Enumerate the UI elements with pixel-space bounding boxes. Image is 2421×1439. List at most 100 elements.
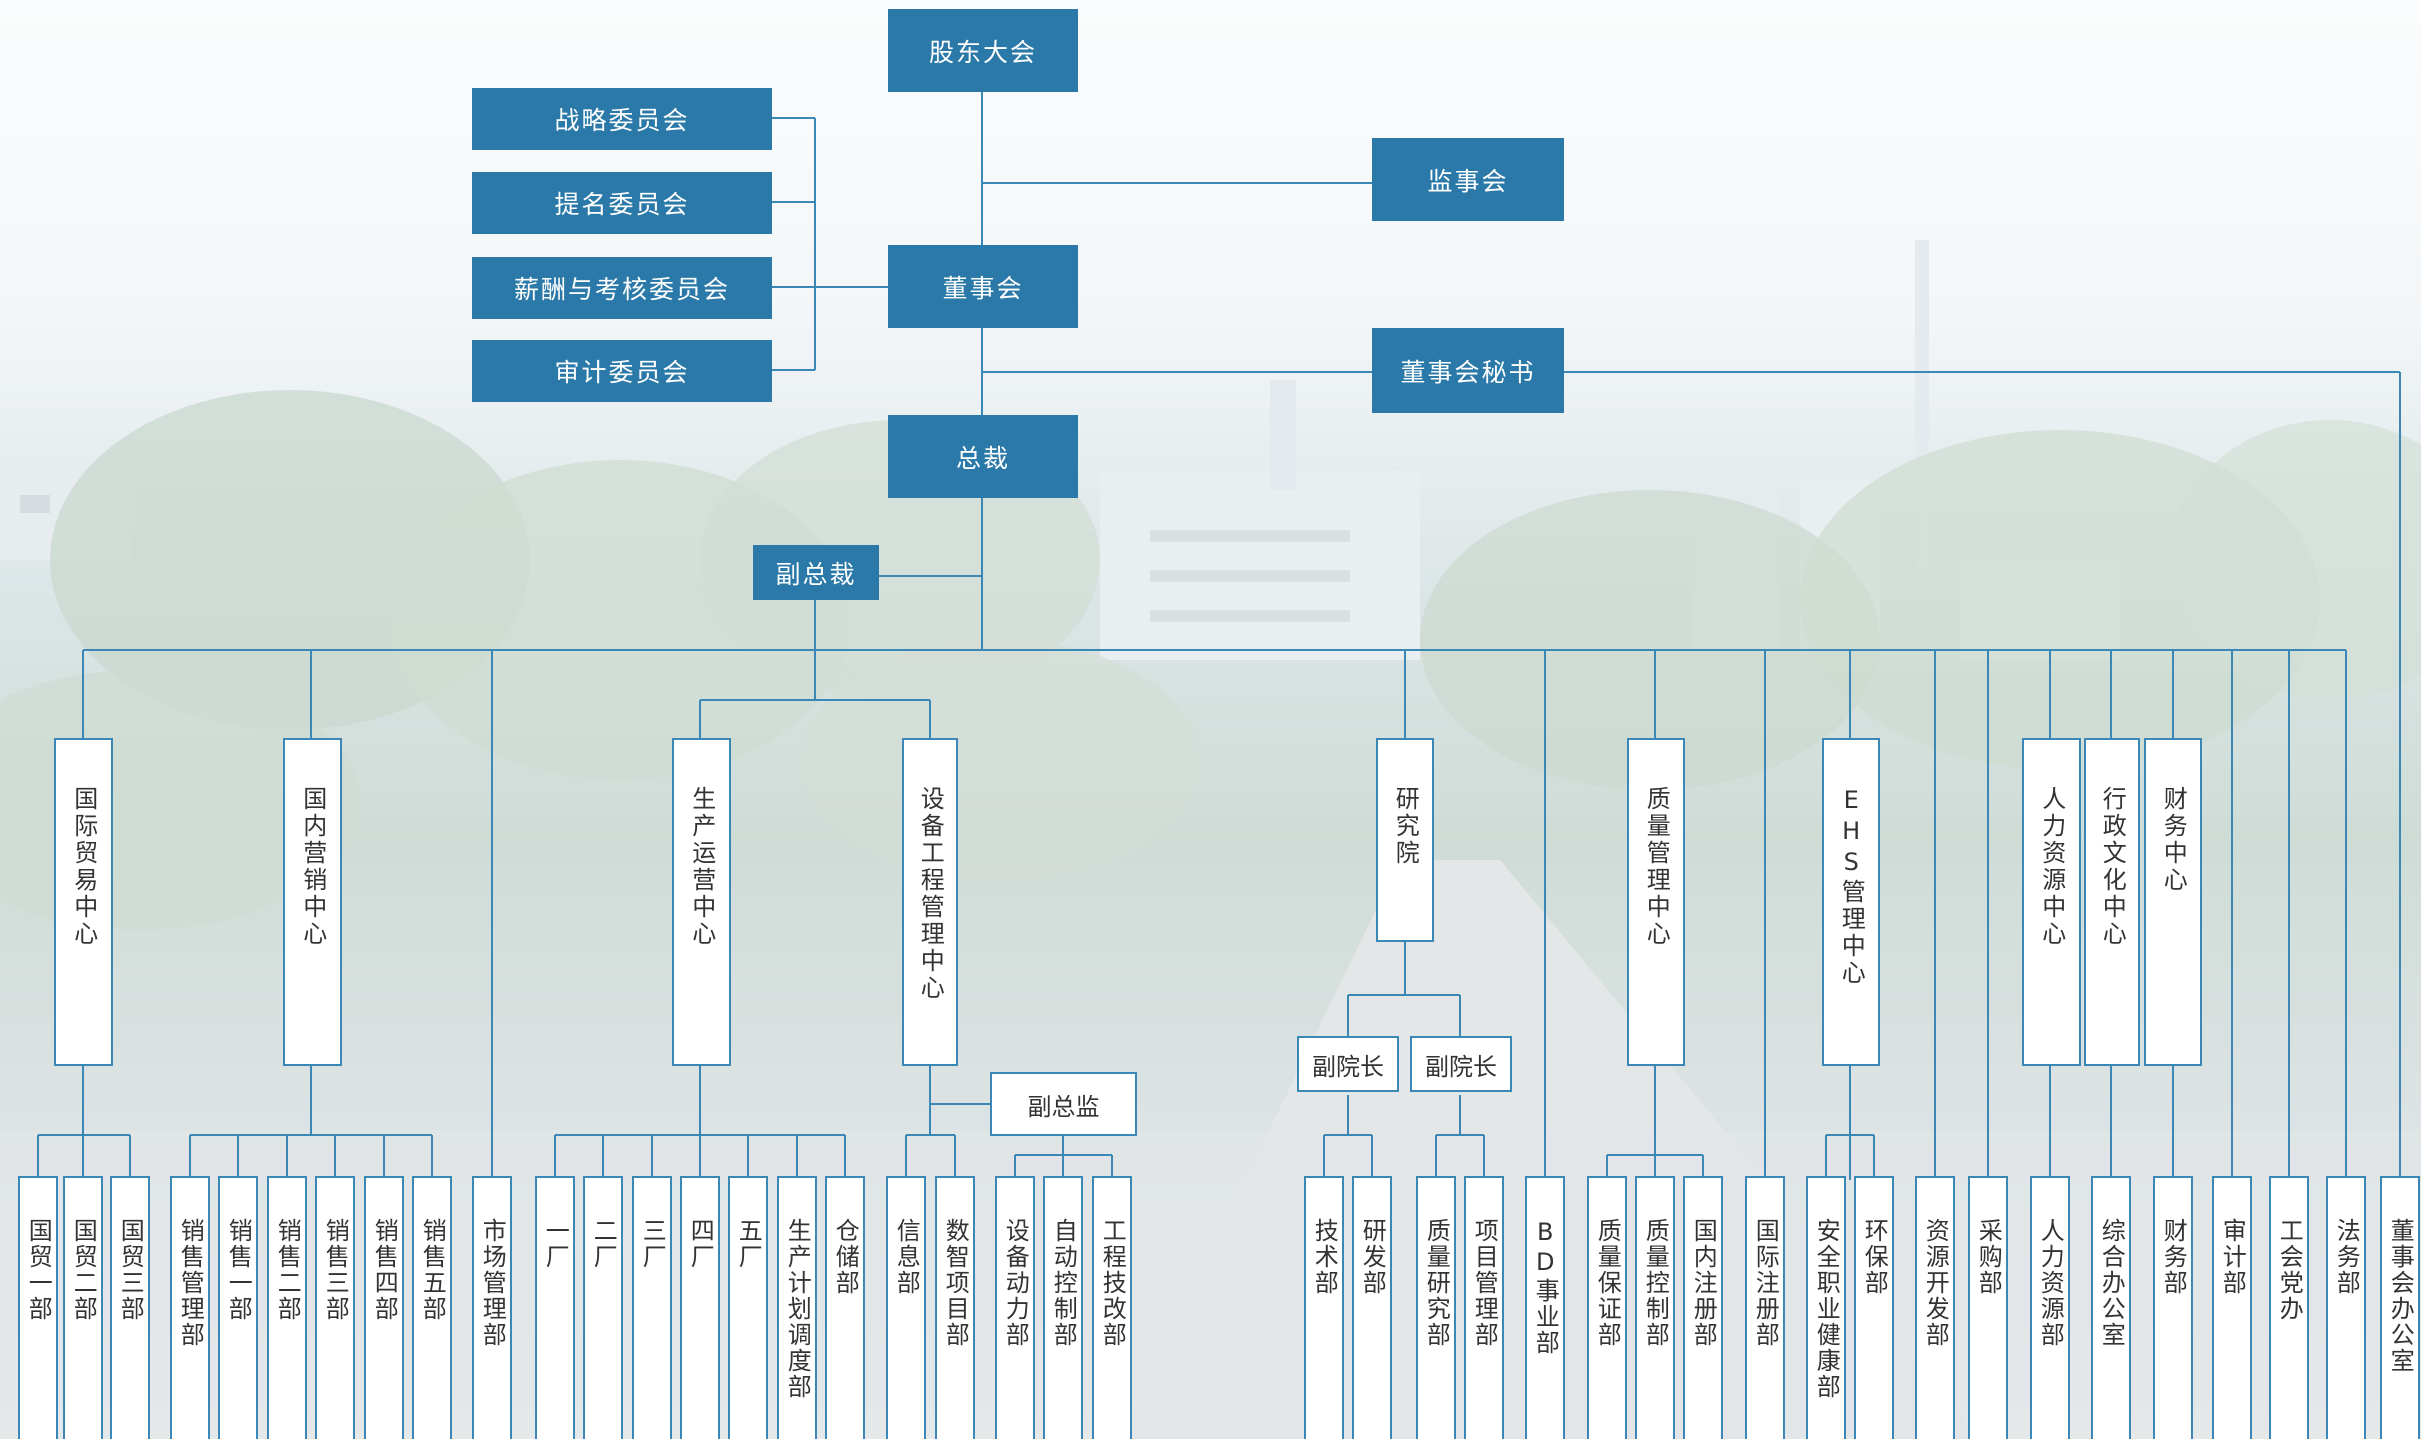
- center-box-label: 国内营销中心: [298, 786, 327, 948]
- department-box: 国际注册部: [1745, 1176, 1785, 1439]
- board-secretary-box: 董事会秘书: [1372, 328, 1564, 413]
- vice-dean-box-label: 副院长: [1312, 1052, 1384, 1081]
- department-box-label: 二厂: [589, 1218, 618, 1270]
- department-box-label: 安全职业健康部: [1812, 1218, 1841, 1400]
- department-box: 综合办公室: [2091, 1176, 2131, 1439]
- board-box: 董事会: [888, 245, 1078, 328]
- center-box-label: 国际贸易中心: [69, 786, 98, 948]
- department-box-label: 一厂: [541, 1218, 570, 1270]
- department-box: 五厂: [728, 1176, 768, 1439]
- department-box: 人力资源部: [2030, 1176, 2070, 1439]
- department-box: BD事业部: [1525, 1176, 1565, 1439]
- department-box-label: 质量研究部: [1422, 1218, 1451, 1348]
- department-box: 销售一部: [218, 1176, 258, 1439]
- department-box-label: 销售二部: [273, 1218, 302, 1322]
- department-box-label: 综合办公室: [2097, 1218, 2126, 1348]
- center-box-label: 研究院: [1391, 786, 1420, 867]
- department-box-label: 销售三部: [321, 1218, 350, 1322]
- board-secretary-box-label: 董事会秘书: [1400, 357, 1536, 387]
- department-box: 法务部: [2326, 1176, 2366, 1439]
- department-box: 董事会办公室: [2380, 1176, 2420, 1439]
- department-box-label: 生产计划调度部: [783, 1218, 812, 1400]
- department-box-label: 采购部: [1974, 1218, 2003, 1296]
- department-box-label: 法务部: [2332, 1218, 2361, 1296]
- department-box-label: 自动控制部: [1049, 1218, 1078, 1348]
- department-box-label: 销售四部: [370, 1218, 399, 1322]
- department-box-label: 国内注册部: [1689, 1218, 1718, 1348]
- deputy-director-box-label: 副总监: [1027, 1092, 1100, 1121]
- department-box: 国内注册部: [1683, 1176, 1723, 1439]
- department-box: 国贸二部: [63, 1176, 103, 1439]
- department-box-label: 数智项目部: [941, 1218, 970, 1348]
- department-box-label: 国贸三部: [116, 1218, 145, 1322]
- center-box: 国内营销中心: [283, 738, 342, 1066]
- department-box: 采购部: [1968, 1176, 2008, 1439]
- shareholders-box: 股东大会: [888, 9, 1078, 92]
- department-box: 销售管理部: [170, 1176, 210, 1439]
- department-box-label: 信息部: [892, 1218, 921, 1296]
- center-box: EHS管理中心: [1822, 738, 1880, 1066]
- department-box-label: 项目管理部: [1470, 1218, 1499, 1348]
- department-box-label: 销售五部: [418, 1218, 447, 1322]
- supervisors-box-label: 监事会: [1427, 166, 1509, 196]
- department-box-label: 人力资源部: [2036, 1218, 2065, 1348]
- department-box-label: 技术部: [1310, 1218, 1339, 1296]
- department-box: 生产计划调度部: [777, 1176, 817, 1439]
- department-box: 三厂: [632, 1176, 672, 1439]
- department-box-label: 研发部: [1358, 1218, 1387, 1296]
- department-box-label: 销售管理部: [176, 1218, 205, 1348]
- department-box-label: 五厂: [734, 1218, 763, 1270]
- vice-dean-box-label: 副院长: [1425, 1052, 1497, 1081]
- department-box: 环保部: [1854, 1176, 1894, 1439]
- deputy-director-box: 副总监: [990, 1072, 1137, 1136]
- department-box: 研发部: [1352, 1176, 1392, 1439]
- department-box-label: 财务部: [2159, 1218, 2188, 1296]
- department-box-label: 国贸一部: [24, 1218, 53, 1322]
- center-box-label: 行政文化中心: [2098, 786, 2127, 948]
- department-box: 自动控制部: [1043, 1176, 1083, 1439]
- department-box: 二厂: [583, 1176, 623, 1439]
- department-box: 四厂: [680, 1176, 720, 1439]
- department-box: 市场管理部: [472, 1176, 512, 1439]
- department-box-label: 质量控制部: [1641, 1218, 1670, 1348]
- department-box-label: 仓储部: [831, 1218, 860, 1296]
- center-box: 研究院: [1376, 738, 1434, 942]
- committee-strategy-label: 战略委员会: [554, 106, 690, 135]
- department-box-label: 审计部: [2218, 1218, 2247, 1296]
- center-box-label: 财务中心: [2159, 786, 2188, 894]
- center-box-label: 生产运营中心: [687, 786, 716, 948]
- department-box-label: 三厂: [638, 1218, 667, 1270]
- committee-nomination: 提名委员会: [472, 172, 772, 234]
- department-box: 财务部: [2153, 1176, 2193, 1439]
- center-box: 生产运营中心: [672, 738, 731, 1066]
- department-box: 质量研究部: [1416, 1176, 1456, 1439]
- department-box: 一厂: [535, 1176, 575, 1439]
- board-box-label: 董事会: [942, 273, 1024, 303]
- department-box: 质量控制部: [1635, 1176, 1675, 1439]
- department-box-label: 市场管理部: [478, 1218, 507, 1348]
- department-box: 销售三部: [315, 1176, 355, 1439]
- supervisors-box: 监事会: [1372, 138, 1564, 221]
- department-box-label: 质量保证部: [1593, 1218, 1622, 1348]
- committee-audit-label: 审计委员会: [554, 358, 690, 387]
- president-box: 总裁: [888, 415, 1078, 498]
- vice-president-box-label: 副总裁: [775, 559, 857, 589]
- committee-strategy: 战略委员会: [472, 88, 772, 150]
- president-box-label: 总裁: [955, 443, 1010, 473]
- center-box-label: 人力资源中心: [2037, 786, 2066, 948]
- center-box-label: EHS管理中心: [1837, 786, 1866, 987]
- department-box: 销售二部: [267, 1176, 307, 1439]
- center-box: 设备工程管理中心: [902, 738, 958, 1066]
- department-box-label: 环保部: [1860, 1218, 1889, 1296]
- department-box: 资源开发部: [1915, 1176, 1955, 1439]
- department-box: 审计部: [2212, 1176, 2252, 1439]
- department-box: 数智项目部: [935, 1176, 975, 1439]
- department-box-label: 董事会办公室: [2386, 1218, 2415, 1374]
- department-box: 安全职业健康部: [1806, 1176, 1846, 1439]
- committee-audit: 审计委员会: [472, 340, 772, 402]
- center-box: 行政文化中心: [2084, 738, 2140, 1066]
- department-box: 销售五部: [412, 1176, 452, 1439]
- department-box-label: 国贸二部: [69, 1218, 98, 1322]
